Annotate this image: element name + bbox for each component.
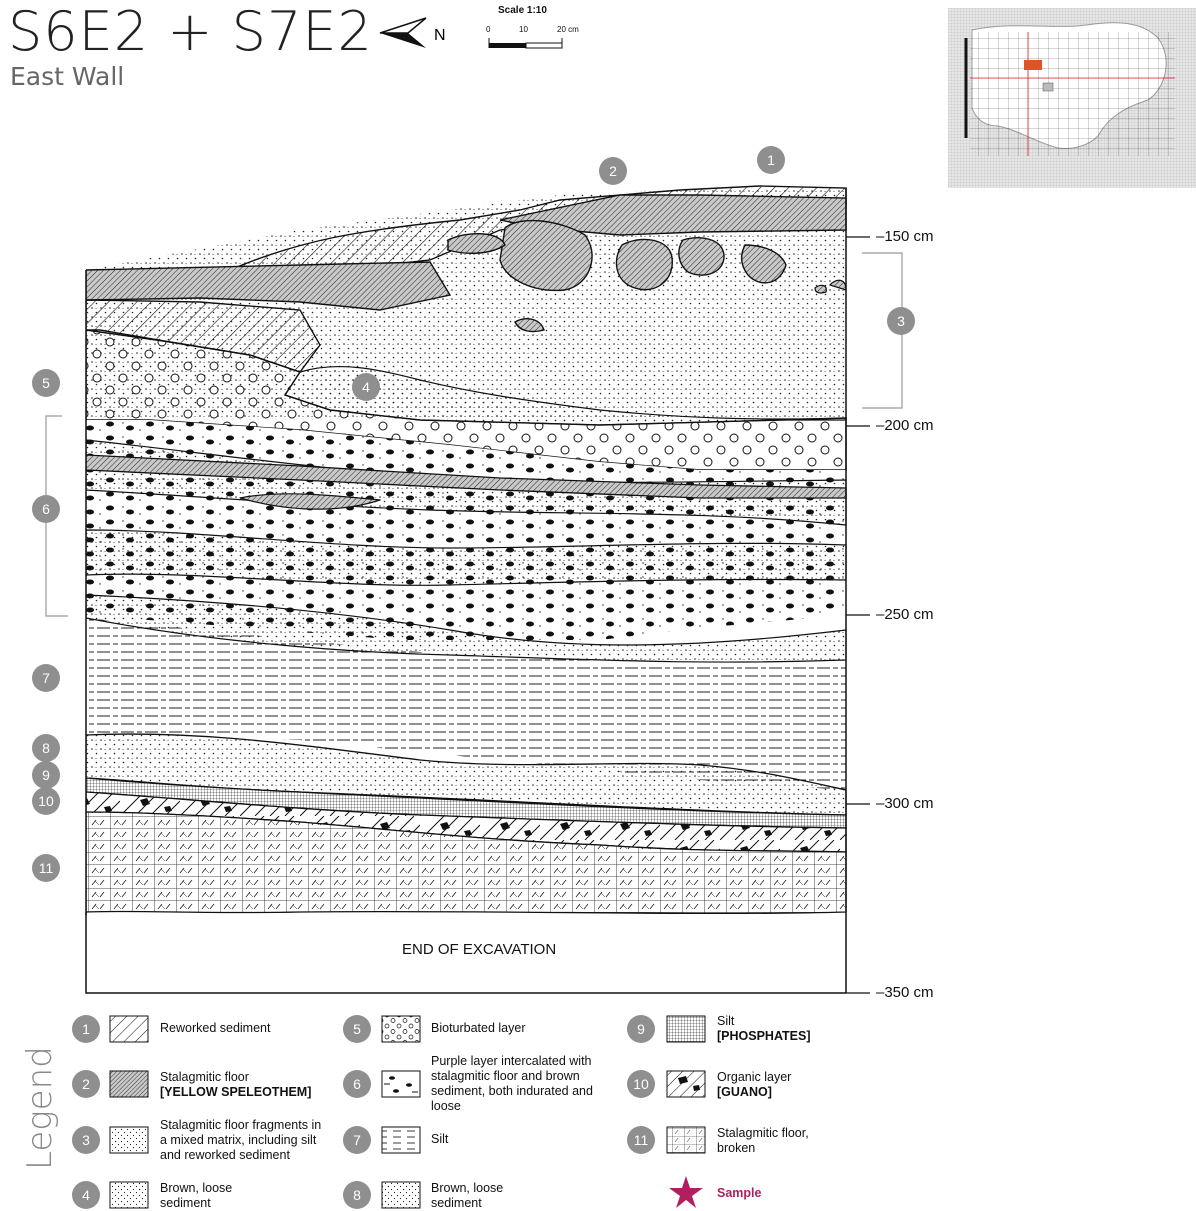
legend-badge-4: 4 xyxy=(72,1181,100,1209)
legend-swatches xyxy=(109,1015,706,1209)
stratigraphic-section xyxy=(45,185,903,994)
layer-badge-9: 9 xyxy=(32,761,60,789)
north-label: N xyxy=(434,27,446,44)
depth-label-300: –300 cm xyxy=(876,795,934,812)
site-map-inset xyxy=(948,8,1196,188)
scale-tick-0: 0 xyxy=(486,25,491,34)
layer-badge-4: 4 xyxy=(352,373,380,401)
legend-text-5: Bioturbated layer xyxy=(431,1021,526,1035)
depth-label-350: –350 cm xyxy=(876,984,934,1001)
legend-badge-6: 6 xyxy=(343,1070,371,1098)
layer-badge-1: 1 xyxy=(757,146,785,174)
page-subtitle: East Wall xyxy=(10,62,125,91)
legend-badge-2: 2 xyxy=(72,1070,100,1098)
scale-bar xyxy=(488,38,563,49)
layer-badge-8: 8 xyxy=(32,734,60,762)
legend-badge-10: 10 xyxy=(627,1070,655,1098)
layer-badge-5: 5 xyxy=(32,369,60,397)
depth-label-250: –250 cm xyxy=(876,606,934,623)
legend-text-7: Silt xyxy=(431,1132,449,1146)
north-arrow-icon: N xyxy=(379,17,446,48)
legend-badge-1: 1 xyxy=(72,1015,100,1043)
legend-badge-9: 9 xyxy=(627,1015,655,1043)
layer-badge-11: 11 xyxy=(32,854,60,882)
layer-badge-10: 10 xyxy=(32,787,60,815)
layer-badge-6: 6 xyxy=(32,495,60,523)
legend-text-3: Stalagmitic floor fragments in a mixed m… xyxy=(160,1118,322,1162)
legend-badge-7: 7 xyxy=(343,1126,371,1154)
layer-badge-2: 2 xyxy=(599,157,627,185)
legend-sample-label: Sample xyxy=(717,1186,762,1200)
legend-text-1: Reworked sediment xyxy=(160,1021,271,1035)
scale-title: Scale 1:10 xyxy=(498,5,547,16)
legend-text-9: Silt[PHOSPHATES] xyxy=(717,1014,811,1043)
scale-tick-20: 20 cm xyxy=(557,25,579,34)
layer-badge-7: 7 xyxy=(32,664,60,692)
legend-text-2: Stalagmitic floor[YELLOW SPELEOTHEM] xyxy=(160,1070,312,1099)
depth-label-150: –150 cm xyxy=(876,228,934,245)
legend-badge-11: 11 xyxy=(627,1126,655,1154)
legend-text-11: Stalagmitic floor, broken xyxy=(717,1126,809,1155)
legend-text-8: Brown, loose sediment xyxy=(431,1181,504,1210)
layer-badge-3: 3 xyxy=(887,307,915,335)
end-of-excavation-label: END OF EXCAVATION xyxy=(402,941,557,958)
sample-star-icon xyxy=(669,1176,703,1208)
legend-text-6: Purple layer intercalated with stalagmit… xyxy=(431,1054,593,1113)
scale-tick-10: 10 xyxy=(519,25,528,34)
legend-text-4: Brown, loose sediment xyxy=(160,1181,233,1210)
depth-label-200: –200 cm xyxy=(876,417,934,434)
page-title: S6E2 + S7E2 xyxy=(8,0,373,63)
legend-text-10: Organic layer[GUANO] xyxy=(717,1070,792,1099)
legend-badge-5: 5 xyxy=(343,1015,371,1043)
legend-badge-8: 8 xyxy=(343,1181,371,1209)
legend-badge-3: 3 xyxy=(72,1126,100,1154)
